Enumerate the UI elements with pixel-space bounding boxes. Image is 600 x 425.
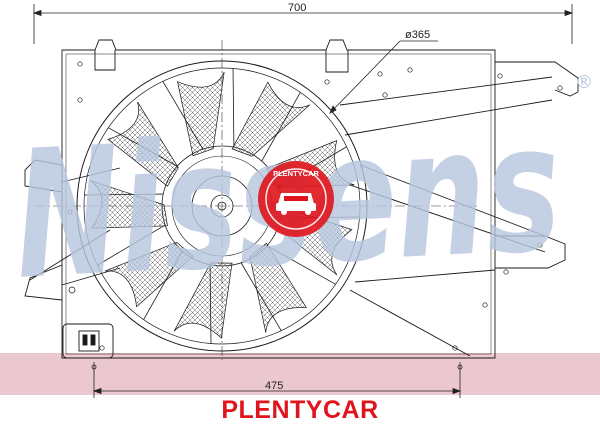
- center-lines: [35, 40, 480, 360]
- pink-band: [0, 353, 600, 395]
- fan-blade: [177, 71, 225, 157]
- fan-blade: [90, 180, 168, 229]
- fan-strut: [232, 68, 235, 148]
- dimension-700-label: 700: [288, 2, 306, 14]
- fan-strut: [261, 92, 301, 162]
- fan-strut: [108, 127, 178, 167]
- fan-strut: [97, 224, 166, 266]
- bottom-dimension: [91, 362, 463, 398]
- diameter-leader: [329, 40, 438, 114]
- car-icon: [276, 193, 316, 215]
- mounting-holes: [67, 61, 563, 351]
- fan-strut: [209, 264, 212, 344]
- fan-strut: [84, 193, 164, 196]
- dimension-475-label: 475: [265, 380, 283, 392]
- fan-strut: [162, 81, 204, 150]
- registered-mark: ®: [575, 72, 593, 93]
- fan-strut: [143, 250, 183, 320]
- badge-label: PLENTYCAR: [273, 169, 319, 178]
- dimension-365-label: ø365: [405, 29, 430, 41]
- electrical-connector: [62, 323, 114, 359]
- footer-brand: PLENTYCAR: [221, 396, 379, 424]
- fan-blade: [231, 81, 311, 157]
- fan-strut: [240, 262, 282, 331]
- fan-blade: [107, 101, 179, 187]
- fan-blade: [104, 241, 194, 308]
- top-dimension: [32, 4, 574, 44]
- fan-strut: [266, 245, 336, 285]
- fan-blade: [173, 262, 233, 339]
- brand-badge: PLENTYCAR: [258, 161, 334, 237]
- fan-blade: [249, 242, 307, 333]
